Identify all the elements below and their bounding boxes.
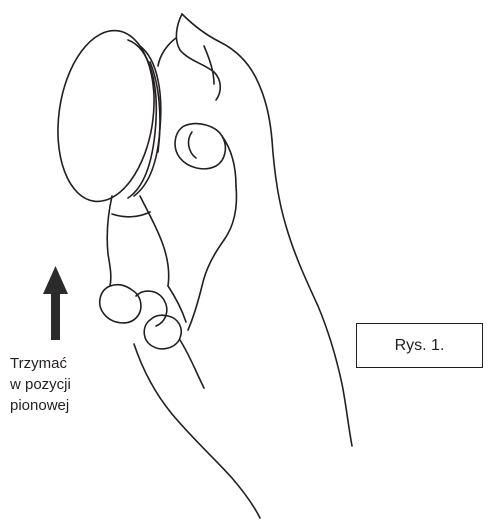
figure-label-box: Rys. 1.: [356, 323, 483, 368]
figure-label: Rys. 1.: [395, 337, 445, 355]
orientation-instruction: Trzymać w pozycji pionowej: [10, 353, 71, 416]
up-arrow-icon: [43, 266, 68, 340]
instruction-line-1: Trzymać: [10, 353, 71, 374]
round-device-icon: [47, 24, 164, 207]
instruction-line-2: w pozycji: [10, 374, 71, 395]
instruction-line-3: pionowej: [10, 395, 71, 416]
hand-illustration: [100, 14, 352, 518]
